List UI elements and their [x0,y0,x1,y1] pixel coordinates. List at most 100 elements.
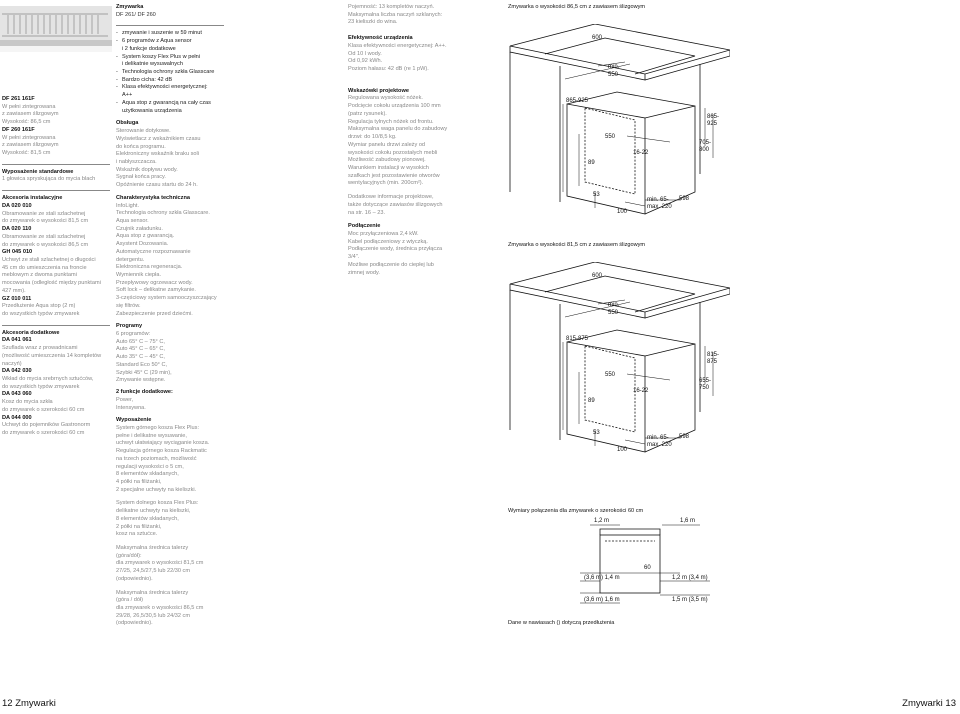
feature-item: Technologia ochrony szkła Glasscare [116,69,224,77]
section-line: 1 głowica spryskująca do mycia blach [2,176,96,183]
dim-min550-b: 550 [608,72,619,78]
dim-min65-b: max. 220 [647,204,672,210]
section-line: Warunkiem instalacji w wysokich [348,164,429,171]
accessory-line: 45 cm do umieszczenia na froncie [2,264,87,271]
dim-min65-a: min. 65- [647,435,669,441]
section-line: Automatyczne rozpoznawanie [116,248,191,255]
section-line: Auto 65° C – 75° C, [116,338,165,345]
dim-min65-b: max. 220 [647,442,672,448]
dim-1-5-3-5: 1,5 m (3,5 m) [672,597,708,603]
section-title: Obsługa [116,120,139,127]
section-line: delikatne uchwyty na kieliszki, [116,508,191,515]
product-subtitle: DF 261/ DF 260 [116,11,156,18]
accessory-code: DA 044 000 [2,414,32,421]
section-line: 3/4". [348,254,360,261]
section-line: 23 kieliszki do wina. [348,19,398,26]
section-line: Wskaźnik dopływu wody. [116,166,178,173]
accessory-line: 427 mm). [2,287,26,294]
dim-r865-a: 865- [707,114,719,120]
section-line: Intensywna. [116,404,146,411]
model-desc-1: W pełni zintegrowana [2,103,56,110]
dim-865-925: 865-925 [566,98,589,104]
section-line: Podłączenie wody, średnica przyłącza [348,246,443,253]
accessory-line: Przedłużenie Aqua stop (2 m) [2,303,76,310]
section-title: Akcesoria instalacyjne [2,195,63,202]
accessory-line: do wszystkich typów zmywarek [2,310,80,317]
section-line: Maksymalna waga panelu do zabudowy [348,126,448,133]
section-line: 29/28, 26,5/30,5 lub 24/32 cm [116,612,191,619]
dim-r705-a: 705- [699,140,711,146]
model-desc-1: W pełni zintegrowana [2,134,56,141]
dim-r655-b: 750 [699,385,710,391]
section-line: dla zmywarek o wysokości 86,5 cm [116,605,204,612]
section-line: (góra / dół) [116,597,144,604]
section-line: Klasa efektywności energetycznej: A++. [348,42,447,49]
dim-598: 598 [679,434,690,440]
section-line: Elektroniczny wskaźnik braku soli [116,151,200,158]
section-line: na trzech poziomach, możliwość [116,455,197,462]
column-middle: Zmywarka DF 261/ DF 260 zmywanie i susze… [116,4,224,632]
section-line: dla zmywarek o wysokości 81,5 cm [116,560,204,567]
section-line: Zmywanie wstępne. [116,377,166,384]
section-line: zimnej wody. [348,269,380,276]
section-line: Standard Eco 50° C, [116,361,168,368]
accessory-line: Uchwyt do pojemników Gastronorm [2,422,91,429]
dim-53: 53 [593,192,600,198]
section-line: Czujnik załadunku. [116,225,163,232]
footer-right: Zmywarki 13 [902,697,956,709]
section-title: Podłączenie [348,223,381,230]
accessory-line: Obramowanie ze stali szlachetnej [2,210,86,217]
section-line: Wymiar panelu drzwi zależy od [348,141,426,148]
model-desc-2: z zawiasem ślizgowym [2,142,59,149]
section-line: kosz na sztućce. [116,531,158,538]
dim-53: 53 [593,430,600,436]
model-code: DF 260 161F [2,126,35,133]
section-line: 2 półki na filiżanki, [116,523,162,530]
section-line: Zabezpieczenie przed dziećmi. [116,310,193,317]
section-line: InfoLight. [116,202,140,209]
accessory-line: Uchwyt ze stali szlachetnej o długości [2,256,96,263]
section-line: regulacji wysokości o 5 cm, [116,463,184,470]
section-line: Asystent Dozowania. [116,241,169,248]
accessory-line: do zmywarek o wysokości 81,5 cm [2,218,89,225]
dim-r655-a: 655- [699,378,711,384]
section-line: 3-częściowy system samooczyszczający [116,295,217,302]
accessory-code: GZ 010 011 [2,295,32,302]
model-desc-3: Wysokość: 81,5 cm [2,150,51,157]
section-line: Poziom hałasu: 42 dB (re 1 pW). [348,66,429,73]
section-line: 8 elementów składanych, [116,471,179,478]
section-line: Maksymalna średnica talerzy [116,545,189,551]
section-line: i nabłyszczacza. [116,158,157,165]
section-line: 4 półki na filiżanki, [116,478,162,485]
section-line: Power, [116,396,134,403]
accessory-line: (możliwość umieszczenia 14 kompletów [2,352,102,359]
column-left: DF 261 161F W pełni zintegrowana z zawia… [2,96,110,442]
section-line: (góra/dół): [116,552,142,559]
installation-drawing-86cm: 600 min. 550 865-925 550 16-22 89 53 100… [509,24,730,215]
dim-r815-b: 875 [707,359,718,365]
column-right-text: Pojemność: 13 kompletów naczyń. Maksymal… [348,4,460,281]
accessory-line: mocowania (odległość między punktami [2,280,101,287]
dim-1-2-3-4: 1,2 m (3,4 m) [672,575,708,581]
accessory-code: GH 045 010 [2,249,33,256]
dim-min550-a: min. [608,64,620,70]
section-line: System górnego kosza Flex Plus: [116,424,200,431]
model-desc-2: z zawiasem ślizgowym [2,111,59,118]
accessory-line: Kosz do mycia szkła [2,399,53,406]
feature-item: Aqua stop z gwarancją na cały czas użytk… [116,100,224,115]
section-line: System dolnego kosza Flex Plus: [116,500,199,507]
figure-caption: Zmywarka o wysokości 86,5 cm z zawiasem … [508,4,646,10]
dim-550: 550 [605,134,616,140]
dim-89: 89 [588,398,595,404]
section-line: Maksymalna liczba naczyń szklanych: [348,11,443,18]
section-line: (odpowiednio). [116,620,153,627]
accessory-code: DA 041 061 [2,337,32,344]
feature-item: System koszy Flex Plus w pełni i delikat… [116,54,224,69]
accessory-line: meblowym z dwoma punktami [2,272,77,279]
section-line: Elektroniczna regeneracja. [116,264,183,271]
accessory-line: do zmywarek o wysokości 86,5 cm [2,241,89,248]
dim-598: 598 [679,196,690,202]
installation-drawing-81cm: 600 min. 550 815-875 550 16-22 89 53 100… [509,262,730,453]
figure-note: Dane w nawiasach () dotyczą przedłużenia [508,620,615,626]
section-line: Od 10 l wody. [348,50,382,57]
